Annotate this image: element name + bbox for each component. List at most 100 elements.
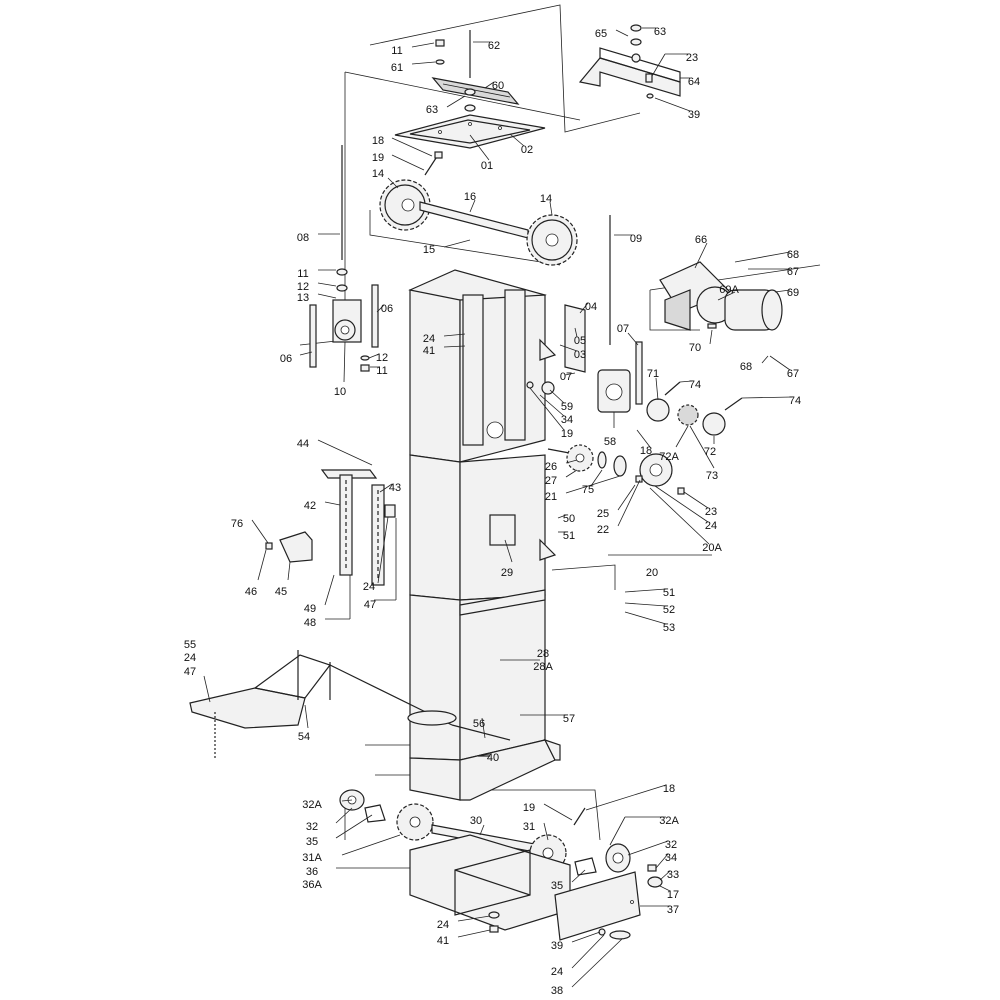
part-callout-76: 76 <box>231 518 243 530</box>
part-callout-10: 10 <box>334 386 346 398</box>
part-callout-39: 39 <box>551 940 563 952</box>
part-callout-71: 71 <box>647 368 659 380</box>
part-callout-55: 55 <box>184 639 196 651</box>
bucket-chain <box>320 469 396 586</box>
part-callout-69: 69 <box>787 287 799 299</box>
part-callout-35: 35 <box>306 836 318 848</box>
part-callout-59: 59 <box>561 401 573 413</box>
motor-mount-bracket <box>578 47 681 97</box>
part-callout-12: 12 <box>297 281 309 293</box>
part-callout-20a: 20A <box>702 542 722 554</box>
part-callout-47: 47 <box>184 666 196 678</box>
callout-leaders <box>203 27 793 988</box>
part-callout-31a: 31A <box>302 852 322 864</box>
boot-bearing-left <box>339 789 386 823</box>
part-callout-58: 58 <box>604 436 616 448</box>
part-callout-28: 28 <box>537 648 549 660</box>
part-callout-08: 08 <box>297 232 309 244</box>
drive-coupling <box>646 381 743 436</box>
part-callout-16: 16 <box>464 191 476 203</box>
part-callout-36a: 36A <box>302 879 322 891</box>
part-callout-24: 24 <box>184 652 196 664</box>
gear-motor <box>659 261 783 331</box>
part-callout-11: 11 <box>297 268 308 280</box>
part-callout-50: 50 <box>563 513 575 525</box>
part-callout-72a: 72A <box>659 451 679 463</box>
part-callout-64: 64 <box>688 76 700 88</box>
part-callout-11: 11 <box>391 45 402 57</box>
part-callout-24: 24 <box>551 966 563 978</box>
part-callout-74: 74 <box>789 395 801 407</box>
part-callout-68: 68 <box>740 361 752 373</box>
part-callout-41: 41 <box>423 345 435 357</box>
part-callout-63: 63 <box>426 104 438 116</box>
part-callout-18: 18 <box>640 445 652 457</box>
head-bearing-plate <box>564 304 586 373</box>
part-callout-01: 01 <box>481 160 493 172</box>
part-callout-18: 18 <box>372 135 384 147</box>
drive-bearing-flange <box>597 369 631 413</box>
boot-cleanout-door <box>554 871 641 941</box>
elevator-leg-lower <box>409 589 546 761</box>
part-callout-49: 49 <box>304 603 316 615</box>
part-callout-17: 17 <box>667 889 679 901</box>
part-callout-04: 04 <box>585 301 597 313</box>
part-callout-48: 48 <box>304 617 316 629</box>
tension-rods <box>341 145 611 345</box>
part-callout-11: 11 <box>376 365 387 377</box>
part-callout-72: 72 <box>704 446 716 458</box>
part-callout-19: 19 <box>561 428 573 440</box>
part-callout-33: 33 <box>667 869 679 881</box>
left-take-up-bearing <box>309 268 379 372</box>
head-shaft-sprocket <box>547 444 685 495</box>
part-callout-52: 52 <box>663 604 675 616</box>
upper-shaft <box>419 201 529 239</box>
part-callout-24: 24 <box>705 520 717 532</box>
part-callout-42: 42 <box>304 500 316 512</box>
top-cover-plate <box>394 114 546 149</box>
part-callout-47: 47 <box>364 599 376 611</box>
part-callout-51: 51 <box>563 530 575 542</box>
part-callout-24: 24 <box>363 581 375 593</box>
elevator-head <box>408 269 557 463</box>
part-callout-68: 68 <box>787 249 799 261</box>
part-callout-46: 46 <box>245 586 257 598</box>
part-callout-54: 54 <box>298 731 310 743</box>
part-callout-43: 43 <box>389 482 401 494</box>
boot-sprocket-left <box>396 803 434 841</box>
part-callout-07: 07 <box>617 323 629 335</box>
part-callout-67: 67 <box>787 368 799 380</box>
part-callout-61: 61 <box>391 62 403 74</box>
part-callout-74: 74 <box>689 379 701 391</box>
part-callout-57: 57 <box>563 713 575 725</box>
part-callout-67: 67 <box>787 266 799 278</box>
part-callout-32: 32 <box>306 821 318 833</box>
part-callout-34: 34 <box>665 852 677 864</box>
part-callout-60: 60 <box>492 80 504 92</box>
part-callout-41: 41 <box>437 935 449 947</box>
part-callout-02: 02 <box>521 144 533 156</box>
part-callout-45: 45 <box>275 586 287 598</box>
part-callout-26: 26 <box>545 461 557 473</box>
part-callout-32a: 32A <box>659 815 679 827</box>
platform-support-arm <box>329 664 511 757</box>
part-callout-20: 20 <box>646 567 658 579</box>
part-callout-14: 14 <box>540 193 552 205</box>
part-callout-09: 09 <box>630 233 642 245</box>
part-callout-23: 23 <box>705 506 717 518</box>
boot-bearing-right <box>574 843 663 888</box>
part-callout-28a: 28A <box>533 661 553 673</box>
part-callout-51: 51 <box>663 587 675 599</box>
part-callout-24: 24 <box>437 919 449 931</box>
boot-bolt-set <box>488 807 586 933</box>
part-callout-70: 70 <box>689 342 701 354</box>
part-callout-32a: 32A <box>302 799 322 811</box>
part-callout-14: 14 <box>372 168 384 180</box>
part-callout-19: 19 <box>523 802 535 814</box>
part-callout-44: 44 <box>297 438 309 450</box>
part-callout-66: 66 <box>695 234 707 246</box>
part-callout-29: 29 <box>501 567 513 579</box>
part-callout-38: 38 <box>551 985 563 997</box>
upper-sprocket-right <box>526 214 578 266</box>
